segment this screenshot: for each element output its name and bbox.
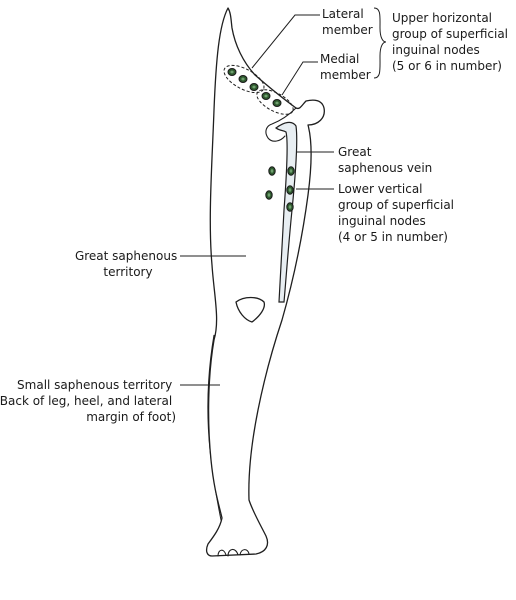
lymph-node bbox=[261, 92, 271, 100]
label-line: Great bbox=[338, 145, 372, 159]
lymph-node bbox=[272, 99, 282, 107]
lymph-node bbox=[286, 202, 294, 212]
label-line: (Back of leg, heel, and lateral bbox=[0, 394, 172, 408]
leader-lateral-member bbox=[251, 14, 320, 69]
lymph-node bbox=[265, 190, 273, 200]
kneecap bbox=[235, 296, 266, 323]
label-line: (5 or 6 in number) bbox=[392, 59, 502, 73]
label-line: (4 or 5 in number) bbox=[338, 230, 448, 244]
label-line: territory bbox=[103, 265, 152, 279]
lymph-node bbox=[238, 75, 248, 83]
label-great-saphenous-territory: Great saphenous territory bbox=[75, 249, 181, 279]
label-lateral-member: Lateral member bbox=[322, 7, 373, 37]
leader-medial-member bbox=[281, 61, 318, 96]
label-medial-member: Medial member bbox=[320, 52, 371, 82]
lymph-node bbox=[287, 166, 295, 176]
label-line: inguinal nodes bbox=[392, 43, 480, 57]
label-line: Small saphenous territory bbox=[17, 378, 172, 392]
label-line: inguinal nodes bbox=[338, 214, 426, 228]
lymph-node bbox=[286, 185, 294, 195]
label-line: Lower vertical bbox=[338, 182, 423, 196]
toe-lines bbox=[217, 548, 250, 557]
brace-upper-group bbox=[373, 7, 387, 79]
label-line: Great saphenous bbox=[75, 249, 177, 263]
label-line: Medial bbox=[320, 52, 359, 66]
label-great-saphenous-vein: Great saphenous vein bbox=[338, 145, 432, 175]
label-line: group of superficial bbox=[338, 198, 454, 212]
label-small-saphenous-territory: Small saphenous territory (Back of leg, … bbox=[0, 378, 176, 424]
label-line: group of superficial bbox=[392, 27, 508, 41]
label-line: saphenous vein bbox=[338, 161, 432, 175]
lymph-node bbox=[268, 166, 276, 176]
label-line: Upper horizontal bbox=[392, 11, 492, 25]
label-upper-group: Upper horizontal group of superficial in… bbox=[392, 11, 512, 73]
lymph-node bbox=[249, 83, 259, 91]
medial-member-group-outline bbox=[256, 89, 294, 115]
label-line: margin of foot) bbox=[86, 410, 176, 424]
label-line: member bbox=[320, 68, 371, 82]
label-lower-group: Lower vertical group of superficial ingu… bbox=[338, 182, 458, 244]
label-line: Lateral bbox=[322, 7, 364, 21]
groin-crease bbox=[265, 107, 297, 142]
label-line: member bbox=[322, 23, 373, 37]
lymph-node bbox=[227, 68, 237, 76]
lateral-member-group-outline bbox=[223, 64, 265, 94]
